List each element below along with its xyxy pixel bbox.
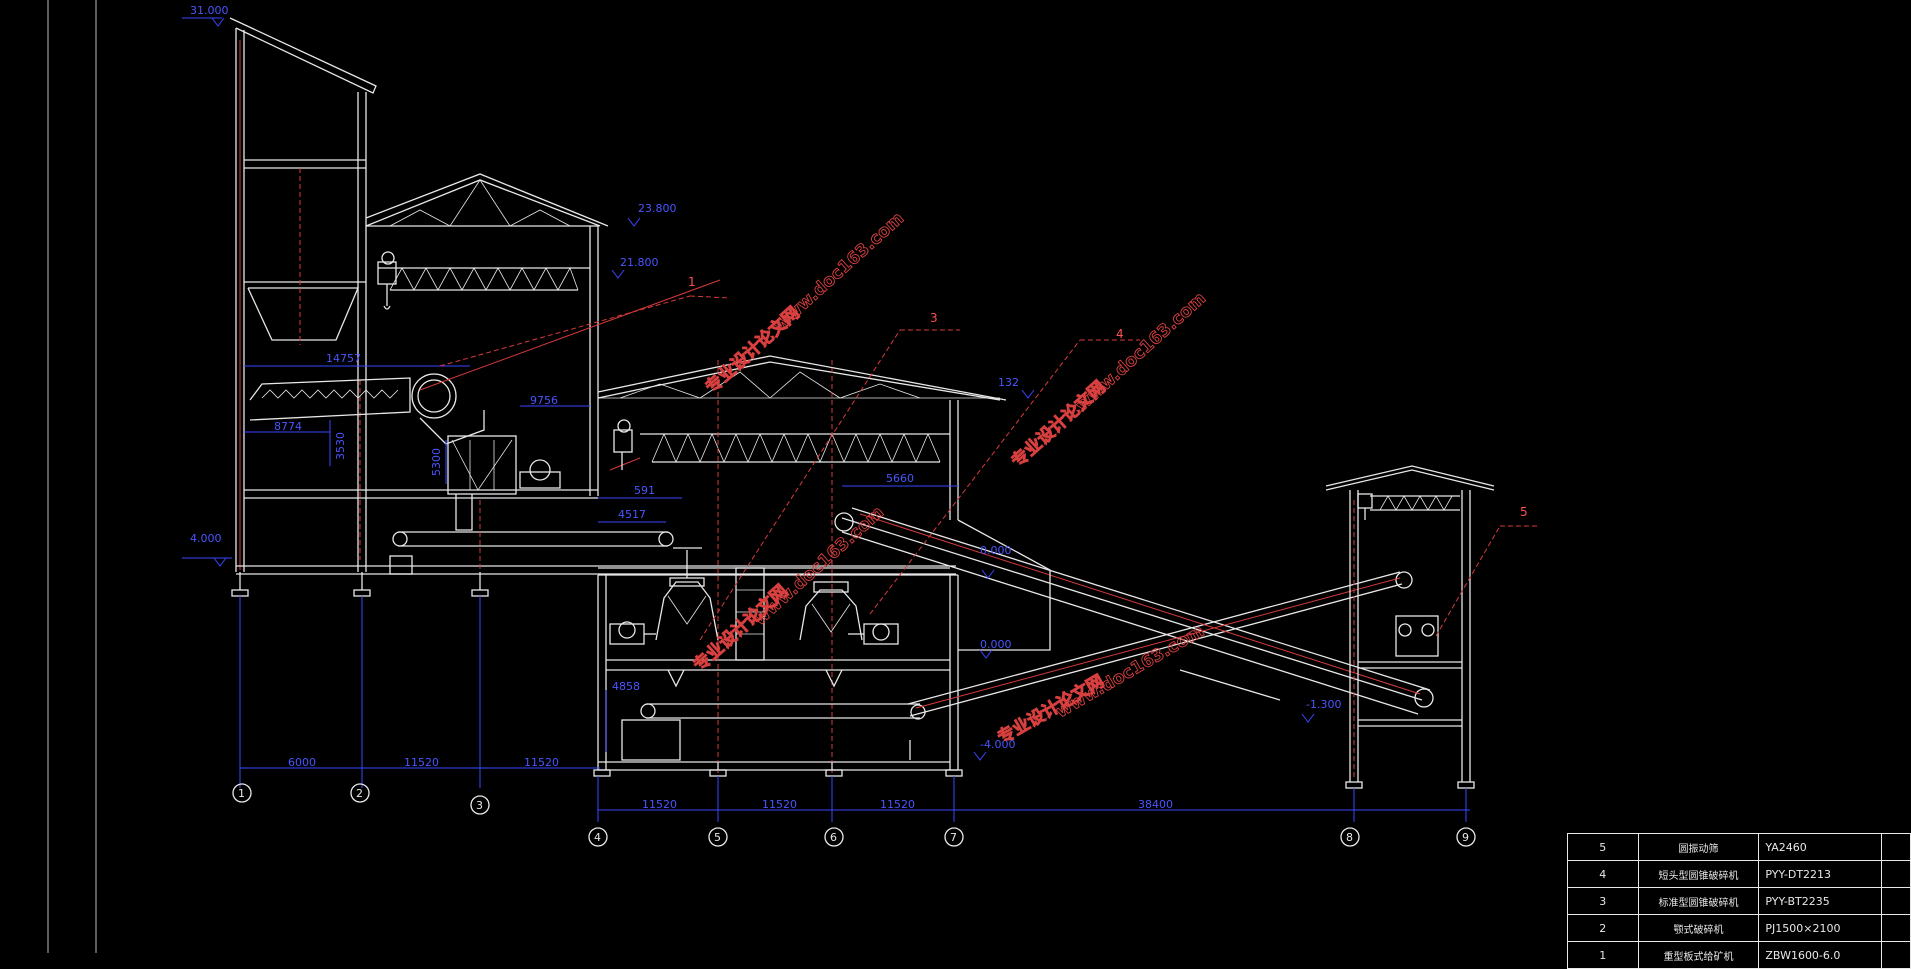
item-extra bbox=[1881, 887, 1911, 915]
dim-38400: 38400 bbox=[1138, 798, 1173, 811]
equipment-schedule-table: 5 圆振动筛 YA2460 4 短头型圆锥破碎机 PYY-DT2213 3 标准… bbox=[1567, 833, 1911, 969]
dim-5300: 5300 bbox=[430, 448, 443, 476]
item-extra bbox=[1881, 833, 1911, 861]
dim-5660: 5660 bbox=[886, 472, 914, 485]
item-no: 4 bbox=[1567, 860, 1639, 888]
inclined-belt-conveyors bbox=[834, 507, 1434, 720]
dim-8774: 8774 bbox=[274, 420, 302, 433]
dim-3530: 3530 bbox=[334, 432, 347, 460]
axis-bubble-7 bbox=[944, 827, 964, 847]
item-model: ZBW1600-6.0 bbox=[1758, 941, 1883, 969]
item-name: 颚式破碎机 bbox=[1637, 914, 1760, 942]
table-row: 5 圆振动筛 YA2460 bbox=[1567, 833, 1911, 861]
item-name: 圆振动筛 bbox=[1637, 833, 1760, 861]
table-row: 3 标准型圆锥破碎机 PYY-BT2235 bbox=[1567, 887, 1911, 915]
item-model: YA2460 bbox=[1758, 833, 1883, 861]
table-row: 1 重型板式给矿机 ZBW1600-6.0 bbox=[1567, 941, 1911, 969]
elev-4000: 4.000 bbox=[190, 532, 222, 545]
left-column-footings bbox=[231, 572, 489, 597]
pit-conveyor bbox=[621, 703, 920, 761]
axis-label-7: 7 bbox=[950, 831, 957, 844]
right-column-footings bbox=[593, 762, 1475, 789]
item-extra bbox=[1881, 860, 1911, 888]
axis-bubble-5 bbox=[708, 827, 728, 847]
dim-6000: 6000 bbox=[288, 756, 316, 769]
dim-14757: 14757 bbox=[326, 352, 361, 365]
axis-bubble-1 bbox=[232, 783, 252, 803]
elev-31000: 31.000 bbox=[190, 4, 229, 17]
dimension-lines bbox=[182, 17, 1470, 822]
item-extra bbox=[1881, 941, 1911, 969]
dim-11520-c: 11520 bbox=[642, 798, 677, 811]
item-no: 3 bbox=[1567, 887, 1639, 915]
standard-cone-crusher bbox=[609, 547, 719, 688]
axis-label-8: 8 bbox=[1346, 831, 1353, 844]
axis-bubble-6 bbox=[824, 827, 844, 847]
roof-level: 132 bbox=[998, 376, 1019, 389]
axis-label-1: 1 bbox=[238, 787, 245, 800]
axis-label-4: 4 bbox=[594, 831, 601, 844]
dim-9756: 9756 bbox=[530, 394, 558, 407]
item-model: PYY-BT2235 bbox=[1758, 887, 1883, 915]
item-extra bbox=[1881, 914, 1911, 942]
axis-label-3: 3 bbox=[476, 799, 483, 812]
axis-label-6: 6 bbox=[830, 831, 837, 844]
axis-bubble-2 bbox=[350, 783, 370, 803]
dimension-texts: 14757 8774 9756 591 4517 5660 3530 5300 … bbox=[274, 352, 1173, 811]
elev-0000-a: 0.000 bbox=[980, 544, 1012, 557]
upper-building bbox=[244, 173, 609, 560]
short-head-cone-crusher bbox=[799, 581, 899, 688]
item-name: 重型板式给矿机 bbox=[1637, 941, 1760, 969]
elev-23800: 23.800 bbox=[638, 202, 677, 215]
axis-bubble-8 bbox=[1340, 827, 1360, 847]
elev-minus-4000: -4.000 bbox=[980, 738, 1015, 751]
axis-bubble-9 bbox=[1456, 827, 1476, 847]
watermark-url-2: www.doc163.com bbox=[1072, 289, 1210, 416]
screen-house bbox=[1325, 465, 1495, 782]
callout-leaders: 1 3 4 5 bbox=[439, 275, 1540, 641]
dim-4858: 4858 bbox=[612, 680, 640, 693]
axis-label-2: 2 bbox=[356, 787, 363, 800]
lower-left-conveyor bbox=[236, 500, 956, 575]
axis-label-9: 9 bbox=[1462, 831, 1469, 844]
callout-1: 1 bbox=[688, 275, 696, 289]
axis-bubble-4 bbox=[588, 827, 608, 847]
callout-4: 4 bbox=[1116, 327, 1124, 341]
item-no: 5 bbox=[1567, 833, 1639, 861]
item-name: 标准型圆锥破碎机 bbox=[1637, 887, 1760, 915]
dim-11520-b: 11520 bbox=[524, 756, 559, 769]
dim-591: 591 bbox=[634, 484, 655, 497]
item-model: PJ1500×2100 bbox=[1758, 914, 1883, 942]
grid-axis-bubbles: 1 2 3 4 5 6 7 8 9 bbox=[232, 783, 1476, 847]
axis-bubble-3 bbox=[470, 795, 490, 815]
dim-11520-d: 11520 bbox=[762, 798, 797, 811]
table-row: 4 短头型圆锥破碎机 PYY-DT2213 bbox=[1567, 860, 1911, 888]
elevation-markers: 31.000 23.800 21.800 4.000 0.000 0.000 -… bbox=[190, 4, 1341, 761]
plate-feeder-and-jaw-crusher bbox=[249, 279, 721, 531]
callout-3: 3 bbox=[930, 311, 938, 325]
dim-4517: 4517 bbox=[618, 508, 646, 521]
elev-21800: 21.800 bbox=[620, 256, 659, 269]
bin-tower bbox=[229, 17, 377, 572]
dim-11520-a: 11520 bbox=[404, 756, 439, 769]
callout-5: 5 bbox=[1520, 505, 1528, 519]
item-no: 2 bbox=[1567, 914, 1639, 942]
dim-11520-e: 11520 bbox=[880, 798, 915, 811]
item-no: 1 bbox=[1567, 941, 1639, 969]
elev-0000-b: 0.000 bbox=[980, 638, 1012, 651]
item-model: PYY-DT2213 bbox=[1758, 860, 1883, 888]
axis-label-5: 5 bbox=[714, 831, 721, 844]
elev-minus-1300: -1.300 bbox=[1306, 698, 1341, 711]
watermark-url-1: www.doc163.com bbox=[770, 209, 908, 336]
table-row: 2 颚式破碎机 PJ1500×2100 bbox=[1567, 914, 1911, 942]
item-name: 短头型圆锥破碎机 bbox=[1637, 860, 1760, 888]
